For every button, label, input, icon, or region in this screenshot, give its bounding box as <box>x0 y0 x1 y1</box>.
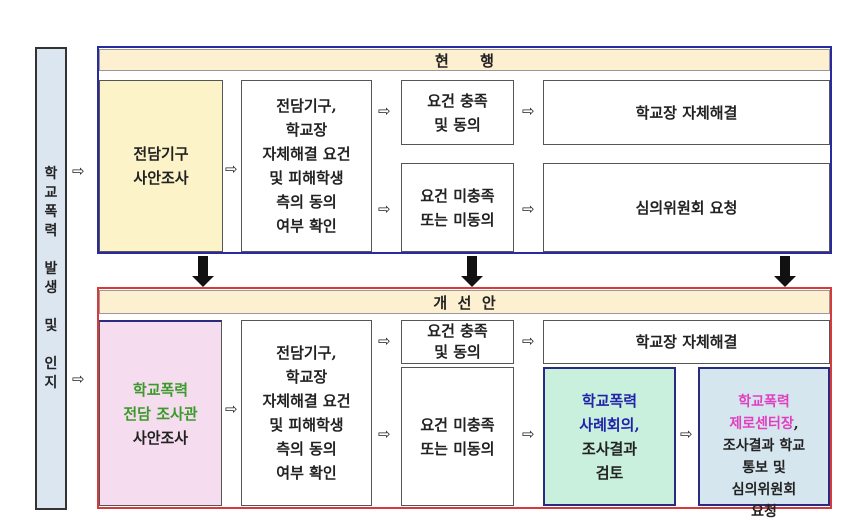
current-section <box>97 46 832 254</box>
zero-center-label: 학교폭력 제로센터장 <box>729 394 794 432</box>
arrow-right-icon: ⇨ <box>522 332 535 350</box>
investigation-label: 사안조사 <box>132 428 189 447</box>
arrow-right-icon: ⇨ <box>72 370 85 388</box>
down-arrow-icon <box>774 256 796 287</box>
arrow-right-icon: ⇨ <box>522 425 535 443</box>
current-header: 현 행 <box>99 49 830 71</box>
investigator-label: 학교폭력 전담 조사관 <box>123 380 198 423</box>
current-investigation-box: 전담기구 사안조사 <box>99 80 223 252</box>
current-requirements-not-met-box: 요건 미충족 또는 미동의 <box>401 163 514 252</box>
arrow-right-icon: ⇨ <box>378 200 391 218</box>
improved-requirements-not-met-box: 요건 미충족 또는 미동의 <box>401 367 514 506</box>
current-committee-box: 심의위원회 요청 <box>543 163 830 252</box>
zero-center-action-label: , 조사결과 학교 통보 및 심의위원회 요청 <box>722 416 806 520</box>
improved-section <box>97 287 832 509</box>
arrow-right-icon: ⇨ <box>680 425 693 443</box>
improved-investigation-box: 학교폭력 전담 조사관 사안조사 <box>99 320 222 506</box>
case-meeting-box: 학교폭력 사례회의, 조사결과 검토 <box>543 367 676 506</box>
arrow-right-icon: ⇨ <box>522 200 535 218</box>
arrow-right-icon: ⇨ <box>72 162 85 180</box>
down-arrow-icon <box>461 256 483 287</box>
improved-header: 개 선 안 <box>99 290 830 314</box>
arrow-right-icon: ⇨ <box>225 160 238 178</box>
improved-requirements-met-box: 요건 충족 및 동의 <box>401 320 514 364</box>
arrow-right-icon: ⇨ <box>378 425 391 443</box>
down-arrow-icon <box>192 256 214 287</box>
current-requirements-met-box: 요건 충족 및 동의 <box>401 80 514 145</box>
arrow-right-icon: ⇨ <box>378 102 391 120</box>
current-review-box: 전담기구, 학교장 자체해결 요건 및 피해학생 측의 동의 여부 확인 <box>241 80 372 252</box>
improved-review-box: 전담기구, 학교장 자체해결 요건 및 피해학생 측의 동의 여부 확인 <box>241 320 372 506</box>
arrow-right-icon: ⇨ <box>522 102 535 120</box>
result-review-label: 조사결과 검토 <box>581 439 638 482</box>
side-label-school-violence-occurrence: 학 교 폭 력 발 생 및 인 지 <box>35 47 67 510</box>
current-self-resolve-box: 학교장 자체해결 <box>543 80 830 145</box>
arrow-right-icon: ⇨ <box>225 400 238 418</box>
case-meeting-label: 학교폭력 사례회의, <box>579 391 640 434</box>
arrow-right-icon: ⇨ <box>378 332 391 350</box>
zero-center-box: 학교폭력 제로센터장, 조사결과 학교 통보 및 심의위원회 요청 <box>698 367 830 520</box>
improved-self-resolve-box: 학교장 자체해결 <box>543 320 830 364</box>
